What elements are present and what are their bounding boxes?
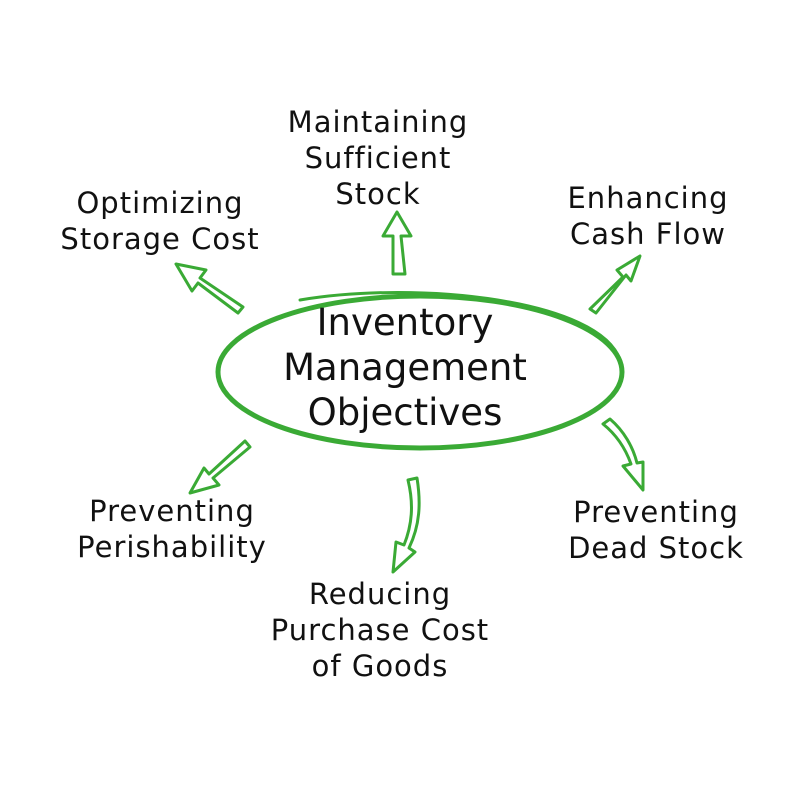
node-line: Enhancing: [567, 181, 729, 215]
node-line: Stock: [335, 177, 421, 211]
arrow-down-left: [188, 439, 252, 495]
node-optimizing-storage-cost: Optimizing Storage Cost: [48, 185, 272, 257]
node-line: Optimizing: [76, 186, 244, 220]
center-title-line: Management: [283, 346, 527, 389]
node-reducing-purchase-cost-of-goods: Reducing Purchase Cost of Goods: [262, 576, 498, 684]
node-line: Perishability: [77, 530, 267, 564]
node-line: of Goods: [311, 649, 449, 683]
node-preventing-perishability: Preventing Perishability: [62, 493, 282, 565]
node-line: Purchase Cost: [270, 613, 490, 647]
node-line: Reducing: [308, 577, 452, 611]
node-maintaining-sufficient-stock: Maintaining Sufficient Stock: [268, 104, 488, 212]
node-line: Preventing: [89, 494, 255, 528]
arrow-up-right: [588, 254, 642, 315]
node-line: Storage Cost: [60, 222, 260, 256]
node-enhancing-cash-flow: Enhancing Cash Flow: [548, 180, 748, 252]
arrow-down: [391, 476, 421, 574]
center-title: Inventory Management Objectives: [240, 300, 570, 435]
node-line: Cash Flow: [570, 217, 726, 251]
node-line: Maintaining: [287, 105, 469, 139]
center-ellipse: [215, 291, 625, 451]
arrow-down-right: [601, 417, 645, 492]
arrow-up: [381, 210, 413, 276]
center-title-line: Inventory: [316, 301, 494, 344]
node-line: Sufficient: [304, 141, 452, 175]
node-preventing-dead-stock: Preventing Dead Stock: [556, 494, 756, 566]
node-line: Dead Stock: [568, 531, 744, 565]
center-title-line: Objectives: [307, 391, 503, 434]
node-line: Preventing: [573, 495, 739, 529]
arrow-up-left: [174, 262, 245, 315]
